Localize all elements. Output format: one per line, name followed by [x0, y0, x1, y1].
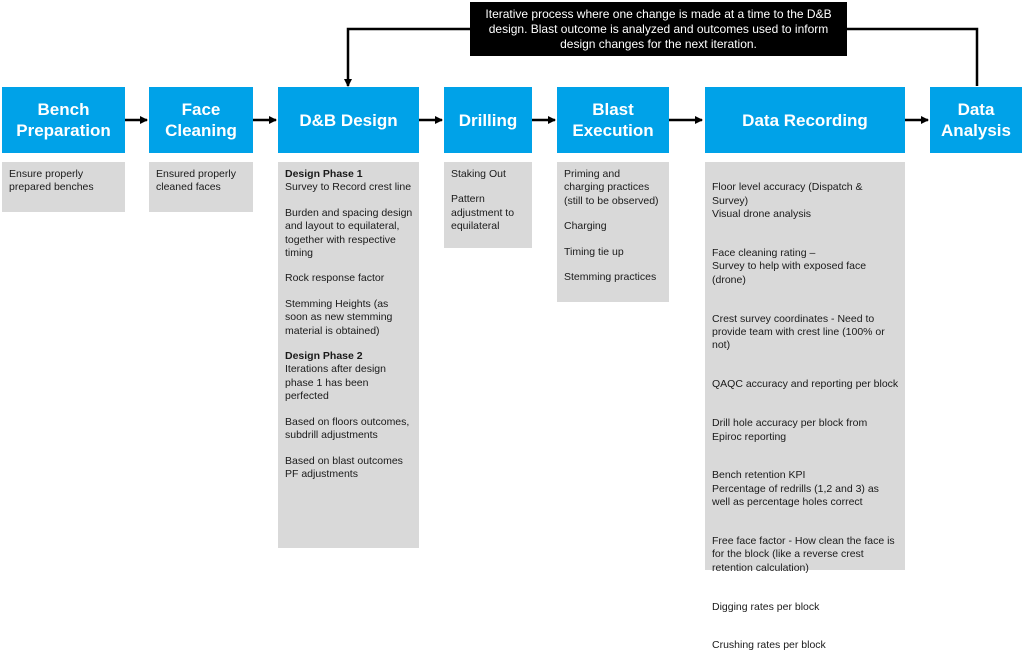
detail-item: Floor level accuracy (Dispatch & Survey)… — [712, 181, 863, 221]
detail-item: Design Phase 2 Iterations after design p… — [285, 350, 413, 404]
detail-text: Iterations after design phase 1 has been… — [285, 363, 386, 403]
detail-item: Burden and spacing design and layout to … — [285, 206, 413, 260]
step-bench-preparation: Bench Preparation — [2, 87, 125, 153]
step-drilling: Drilling — [444, 87, 532, 153]
detail-item: Crushing rates per block — [712, 639, 826, 652]
blast-execution-details: Priming and charging practices (still to… — [557, 162, 669, 302]
detail-item: QAQC accuracy and reporting per block — [712, 378, 899, 391]
detail-item: Timing tie up — [564, 245, 624, 258]
detail-item: Drill hole accuracy per block from Epiro… — [712, 417, 868, 443]
db-design-details: Design Phase 1 Survey to Record crest li… — [278, 162, 419, 548]
detail-item: Staking Out — [451, 168, 506, 180]
detail-item: Based on blast outcomes PF adjustments — [285, 454, 403, 480]
step-data-recording: Data Recording — [705, 87, 905, 153]
drilling-details: Staking Out Pattern adjustment to equila… — [444, 162, 532, 248]
step-db-design: D&B Design — [278, 87, 419, 153]
detail-item: Ensured properly cleaned faces — [156, 168, 236, 194]
design-phase-2-heading: Design Phase 2 — [285, 350, 363, 363]
detail-item: Pattern adjustment to equilateral — [451, 193, 515, 233]
step-blast-execution: Blast Execution — [557, 87, 669, 153]
step-face-cleaning: Face Cleaning — [149, 87, 253, 153]
detail-item: Rock response factor — [285, 272, 385, 285]
detail-item: Digging rates per block — [712, 600, 820, 613]
detail-item: Priming and charging practices (still to… — [564, 168, 659, 207]
detail-item: Design Phase 1 Survey to Record crest li… — [285, 168, 413, 195]
detail-item: Bench retention KPI Percentage of redril… — [712, 469, 879, 509]
detail-item: Stemming Heights (as soon as new stemmin… — [285, 297, 393, 337]
detail-item: Based on floors outcomes, subdrill adjus… — [285, 415, 410, 442]
data-recording-details: Floor level accuracy (Dispatch & Survey)… — [705, 162, 905, 651]
detail-item: Face cleaning rating – Survey to help wi… — [712, 247, 867, 286]
bench-preparation-details: Ensure properly prepared benches — [2, 162, 125, 212]
step-data-analysis: Data Analysis — [930, 87, 1022, 153]
face-cleaning-details: Ensured properly cleaned faces — [149, 162, 253, 212]
detail-item: Ensure properly prepared benches — [9, 168, 94, 194]
design-phase-1-heading: Design Phase 1 — [285, 168, 363, 180]
detail-item: Stemming practices — [564, 271, 657, 284]
detail-text: Survey to Record crest line — [285, 181, 412, 194]
detail-item: Charging — [564, 220, 607, 233]
iteration-note: Iterative process where one change is ma… — [470, 2, 847, 56]
detail-item: Free face factor - How clean the face is… — [712, 534, 895, 574]
detail-item: Crest survey coordinates - Need to provi… — [712, 312, 885, 352]
